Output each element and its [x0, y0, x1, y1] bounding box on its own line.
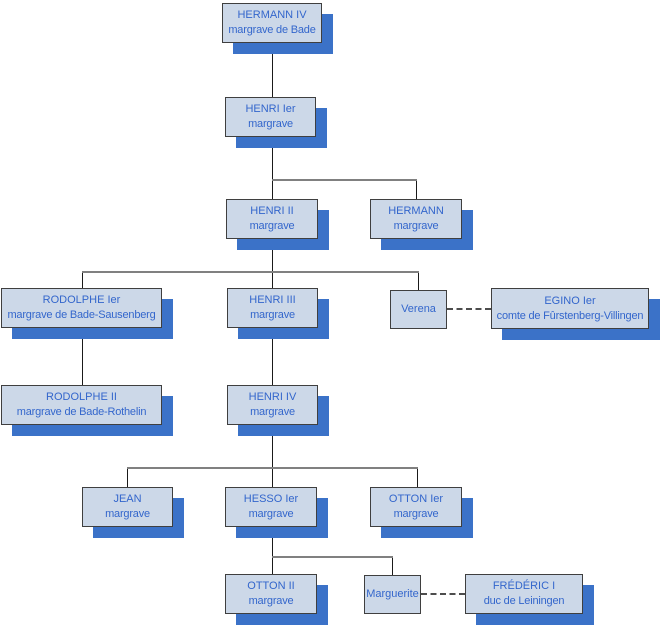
node-box-jean[interactable]: JEAN margrave: [82, 487, 173, 527]
node-hesso-ier: HESSO Ier margrave: [225, 487, 328, 538]
connector-line: [417, 467, 418, 487]
marriage-link-verena-egino: [447, 308, 491, 310]
person-title: margrave: [250, 309, 295, 321]
person-title: margrave: [393, 220, 439, 232]
connector-line: [82, 328, 83, 385]
person-name: RODOLPHE II: [46, 391, 117, 403]
node-jean: JEAN margrave: [82, 487, 184, 538]
node-box-henri-ier[interactable]: HENRI Ier margrave: [225, 97, 316, 137]
person-name: HENRI Ier: [245, 103, 296, 115]
person-title: margrave de Bade-Sausenberg: [7, 309, 156, 321]
node-hermann: HERMANN margrave: [370, 199, 473, 250]
connector-line: [418, 271, 419, 290]
person-name: OTTON Ier: [388, 493, 444, 505]
node-otton-ii: OTTON II margrave: [225, 574, 328, 625]
node-rodolphe-ier: RODOLPHE Ier margrave de Bade-Sausenberg: [1, 288, 173, 339]
connector-line: [272, 425, 273, 487]
person-name: HENRI III: [249, 294, 296, 306]
person-name: RODOLPHE Ier: [42, 294, 121, 306]
node-box-hesso-ier[interactable]: HESSO Ier margrave: [225, 487, 317, 527]
node-box-marguerite[interactable]: Marguerite: [364, 575, 421, 614]
person-name: FRÉDÉRIC I: [492, 580, 556, 592]
marriage-link-marguerite-frederic: [421, 593, 465, 595]
node-frederic-i: FRÉDÉRIC I duc de Leiningen: [465, 574, 594, 625]
node-box-henri-ii[interactable]: HENRI II margrave: [226, 199, 318, 239]
person-title: duc de Leiningen: [483, 595, 565, 607]
person-name: HENRI IV: [248, 391, 297, 403]
connector-rail: [127, 467, 418, 469]
connector-line: [127, 467, 128, 487]
node-henri-iii: HENRI III margrave: [227, 288, 329, 339]
person-title: margrave de Bade-Rothelin: [16, 406, 147, 418]
person-title: comte de Fûrstenberg-Villingen: [496, 309, 644, 322]
node-henri-ii: HENRI II margrave: [226, 199, 329, 250]
connector-line: [416, 179, 417, 199]
node-box-otton-ier[interactable]: OTTON Ier margrave: [370, 487, 462, 527]
person-name: HESSO Ier: [243, 493, 299, 505]
node-box-egino-ier[interactable]: EGINO Ier comte de Fûrstenberg-Villingen: [491, 288, 649, 329]
person-title: margrave: [393, 508, 439, 520]
node-hermann-iv: HERMANN IV margrave de Bade: [222, 3, 333, 54]
node-box-verena[interactable]: Verena: [390, 290, 447, 329]
node-box-rodolphe-ii[interactable]: RODOLPHE II margrave de Bade-Rothelin: [1, 385, 162, 425]
node-box-hermann-iv[interactable]: HERMANN IV margrave de Bade: [222, 3, 322, 43]
node-henri-iv: HENRI IV margrave: [227, 385, 329, 436]
person-title: margrave: [248, 508, 294, 520]
connector-line: [272, 43, 273, 97]
connector-line: [272, 137, 273, 199]
connector-line: [272, 527, 273, 574]
person-name: Marguerite: [366, 588, 419, 600]
person-title: margrave: [105, 508, 150, 520]
node-marguerite: Marguerite: [364, 575, 421, 614]
person-title: margrave de Bade: [228, 24, 316, 36]
node-box-henri-iii[interactable]: HENRI III margrave: [227, 288, 318, 328]
node-box-rodolphe-ier[interactable]: RODOLPHE Ier margrave de Bade-Sausenberg: [1, 288, 162, 328]
connector-line: [82, 271, 83, 288]
connector-line: [272, 239, 273, 288]
node-verena: Verena: [390, 290, 447, 329]
node-rodolphe-ii: RODOLPHE II margrave de Bade-Rothelin: [1, 385, 173, 436]
person-name: OTTON II: [247, 580, 295, 592]
connector-rail: [272, 179, 417, 181]
node-otton-ier: OTTON Ier margrave: [370, 487, 473, 538]
connector-rail: [272, 556, 393, 558]
connector-line: [272, 328, 273, 385]
person-name: HERMANN: [388, 205, 444, 217]
person-name: Verena: [401, 303, 436, 315]
node-henri-ier: HENRI Ier margrave: [225, 97, 327, 148]
node-box-otton-ii[interactable]: OTTON II margrave: [225, 574, 317, 614]
connector-line: [392, 556, 393, 575]
person-title: margrave: [250, 406, 295, 418]
person-title: margrave: [249, 220, 295, 232]
person-name: HENRI II: [250, 205, 294, 217]
person-title: margrave: [248, 118, 293, 130]
connector-rail: [82, 271, 419, 273]
person-name: HERMANN IV: [237, 9, 307, 21]
node-egino-ier: EGINO Ier comte de Fûrstenberg-Villingen: [491, 288, 660, 340]
node-box-hermann[interactable]: HERMANN margrave: [370, 199, 462, 239]
person-name: JEAN: [113, 493, 142, 505]
person-name: EGINO Ier: [544, 294, 596, 307]
node-box-henri-iv[interactable]: HENRI IV margrave: [227, 385, 318, 425]
person-title: margrave: [248, 595, 294, 607]
node-box-frederic-i[interactable]: FRÉDÉRIC I duc de Leiningen: [465, 574, 583, 614]
